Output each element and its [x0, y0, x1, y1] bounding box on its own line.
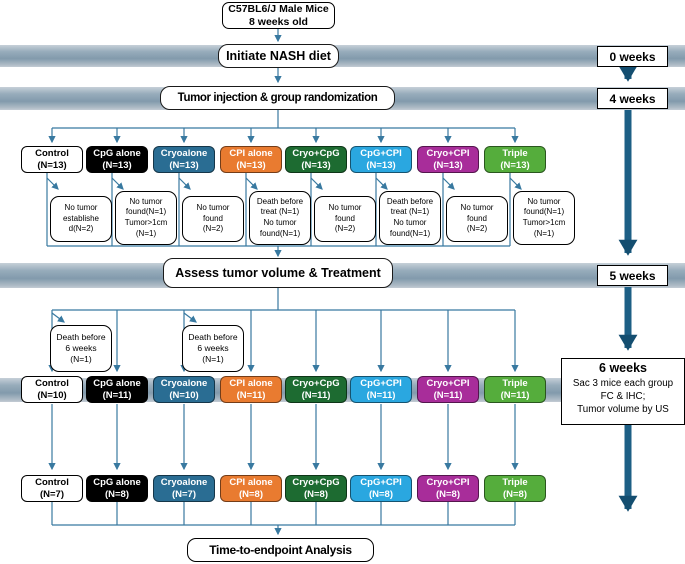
six-weeks-body: Sac 3 mice each group FC & IHC; Tumor vo… — [572, 377, 674, 415]
group-box-cpg-cpi-row3: CpG+CPI(N=8) — [350, 475, 412, 502]
initiate-nash-diet-box: Initiate NASH diet — [218, 44, 339, 68]
six-weeks-title: 6 weeks — [599, 361, 647, 375]
week5-label: 5 weeks — [597, 265, 668, 286]
week4-label: 4 weeks — [597, 88, 668, 109]
group-box-cpi-alone-row3: CPI alone(N=8) — [220, 475, 282, 502]
assess-tumor-volume-box: Assess tumor volume & Treatment — [163, 258, 393, 288]
death-note-control: Death before 6 weeks (N=1) — [50, 325, 112, 372]
exclusion-note-cryo-cpg: No tumor found (N=2) — [314, 196, 376, 242]
six-weeks-box: 6 weeks Sac 3 mice each group FC & IHC; … — [561, 358, 685, 425]
group-box-cryo-cpg-row3: Cryo+CpG(N=8) — [285, 475, 347, 502]
group-box-cryoalone-row2: Cryoalone(N=10) — [153, 376, 215, 403]
exclusion-note-control: No tumor establishe d(N=2) — [50, 196, 112, 242]
group-box-cryoalone-row1: Cryoalone(N=13) — [153, 146, 215, 173]
group-box-cryo-cpg-row1: Cryo+CpG(N=13) — [285, 146, 347, 173]
group-box-cpg-alone-row1: CpG alone(N=13) — [86, 146, 148, 173]
week0-label: 0 weeks — [597, 46, 668, 67]
group-box-control-row3: Control(N=7) — [21, 475, 83, 502]
exclusion-note-cpg-alone: No tumor found(N=1) Tumor>1cm (N=1) — [115, 191, 177, 245]
time-to-endpoint-analysis-box: Time-to-endpoint Analysis — [187, 538, 374, 562]
group-box-triple-row2: Triple(N=11) — [484, 376, 546, 403]
group-box-cpi-alone-row2: CPI alone(N=11) — [220, 376, 282, 403]
group-box-cpg-alone-row2: CpG alone(N=11) — [86, 376, 148, 403]
group-box-control-row2: Control(N=10) — [21, 376, 83, 403]
exclusion-note-cpg-cpi: Death before treat (N=1) No tumor found(… — [379, 191, 441, 245]
subject-box: C57BL6/J Male Mice 8 weeks old — [222, 2, 335, 29]
group-box-triple-row1: Triple(N=13) — [484, 146, 546, 173]
exclusion-note-cryo-cpi: No tumor found (N=2) — [446, 196, 508, 242]
group-box-cryo-cpg-row2: Cryo+CpG(N=11) — [285, 376, 347, 403]
group-box-cpi-alone-row1: CPI alone(N=13) — [220, 146, 282, 173]
group-box-control-row1: Control(N=13) — [21, 146, 83, 173]
exclusion-note-cpi-alone: Death before treat (N=1) No tumor found(… — [249, 191, 311, 245]
tumor-injection-randomization-box: Tumor injection & group randomization — [160, 86, 395, 110]
group-box-cpg-cpi-row2: CpG+CPI(N=11) — [350, 376, 412, 403]
group-box-triple-row3: Triple(N=8) — [484, 475, 546, 502]
death-note-cryoalone: Death before 6 weeks (N=1) — [182, 325, 244, 372]
group-box-cpg-cpi-row1: CpG+CPI(N=13) — [350, 146, 412, 173]
timeline-bar-week0 — [0, 45, 685, 67]
group-box-cryo-cpi-row2: Cryo+CPI(N=11) — [417, 376, 479, 403]
group-box-cryo-cpi-row3: Cryo+CPI(N=8) — [417, 475, 479, 502]
group-box-cryo-cpi-row1: Cryo+CPI(N=13) — [417, 146, 479, 173]
group-box-cpg-alone-row3: CpG alone(N=8) — [86, 475, 148, 502]
group-box-cryoalone-row3: Cryoalone(N=7) — [153, 475, 215, 502]
exclusion-note-cryoalone: No tumor found (N=2) — [182, 196, 244, 242]
exclusion-note-triple: No tumor found(N=1) Tumor>1cm (N=1) — [513, 191, 575, 245]
